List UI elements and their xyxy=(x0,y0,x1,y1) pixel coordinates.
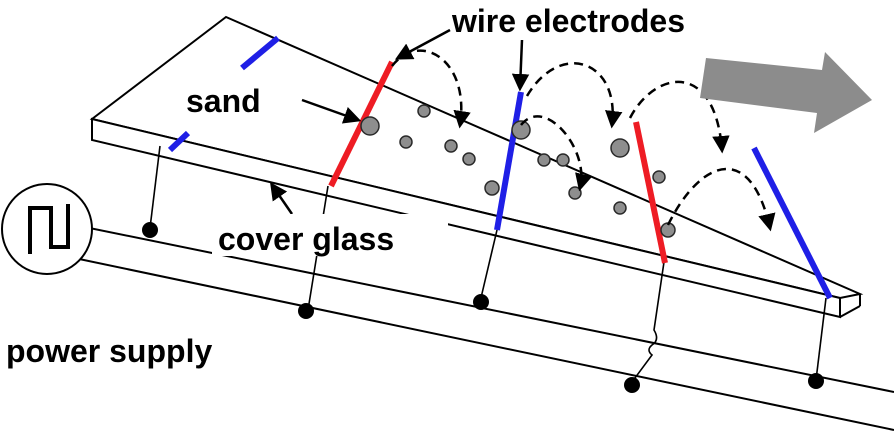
sand-particle xyxy=(568,186,582,200)
wire-electrodes-pointer-left xyxy=(394,28,451,60)
sand-particle xyxy=(556,153,570,167)
square-wave-glyph xyxy=(28,204,70,254)
label-sand: sand xyxy=(186,83,261,119)
hop-arrow xyxy=(628,80,730,154)
sand-particle xyxy=(660,222,676,238)
electrode-blue-front xyxy=(167,130,191,153)
sand-pointer xyxy=(301,98,362,124)
junction-dot xyxy=(473,294,489,310)
hop-arrow xyxy=(520,115,593,192)
sand-particle xyxy=(511,120,531,140)
wire-electrodes-pointer-right xyxy=(511,39,530,92)
sand-particle xyxy=(613,201,627,215)
cover-glass-pointer xyxy=(270,182,294,215)
electrode-red xyxy=(633,121,668,264)
hop-arrow xyxy=(391,49,471,129)
hop-arrow xyxy=(666,167,776,232)
cover-glass-plate xyxy=(89,15,864,319)
bus-line-lower xyxy=(59,254,894,431)
electrode-blue-back xyxy=(240,35,280,71)
sand-particle xyxy=(537,153,551,167)
sand-particle xyxy=(417,104,431,118)
sand-particle xyxy=(399,135,413,149)
junction-dot xyxy=(808,373,824,389)
wide-arrow-right-icon xyxy=(700,52,872,133)
junction-dot xyxy=(624,377,640,393)
hop-arrow xyxy=(525,62,623,129)
electrode-blue xyxy=(751,146,833,300)
label-power-supply: power supply xyxy=(6,333,212,369)
sand-particle xyxy=(610,138,630,158)
junction-dot xyxy=(142,222,158,238)
label-wire-electrodes: wire electrodes xyxy=(451,3,685,39)
label-pointers xyxy=(270,28,530,215)
sand-particle xyxy=(462,152,476,166)
electrode-blue xyxy=(494,91,524,231)
sand-particle xyxy=(360,116,380,136)
junction-dot xyxy=(298,303,314,319)
power-source-circle xyxy=(1,183,93,275)
sand-particle xyxy=(444,139,458,153)
sand-particle xyxy=(484,180,500,196)
square-wave-icon xyxy=(1,183,93,275)
sand-particle xyxy=(652,170,666,184)
label-cover-glass: cover glass xyxy=(218,221,394,257)
sand-particles xyxy=(360,104,676,238)
hop-trajectories xyxy=(391,49,776,232)
junction-dots xyxy=(142,222,824,393)
